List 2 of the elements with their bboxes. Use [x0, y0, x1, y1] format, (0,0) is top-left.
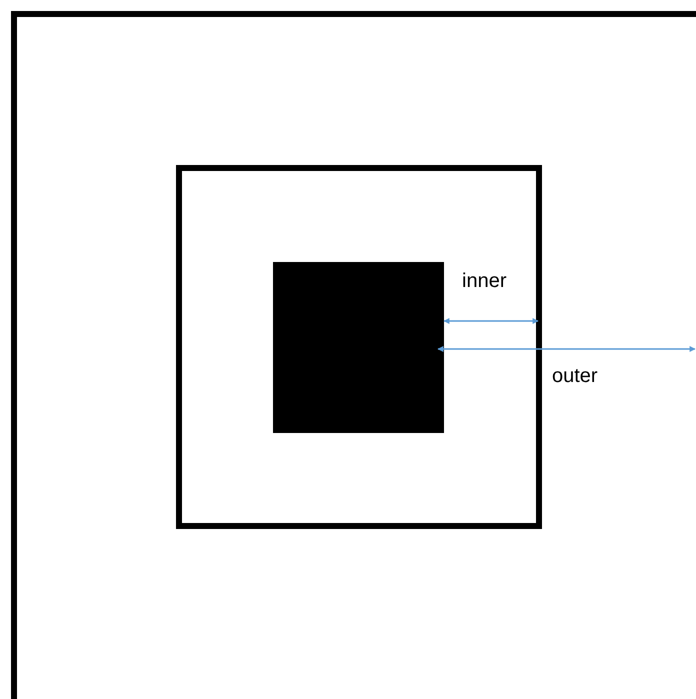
dimension-label: outer [552, 366, 598, 386]
dimension-label: inner [462, 271, 506, 291]
